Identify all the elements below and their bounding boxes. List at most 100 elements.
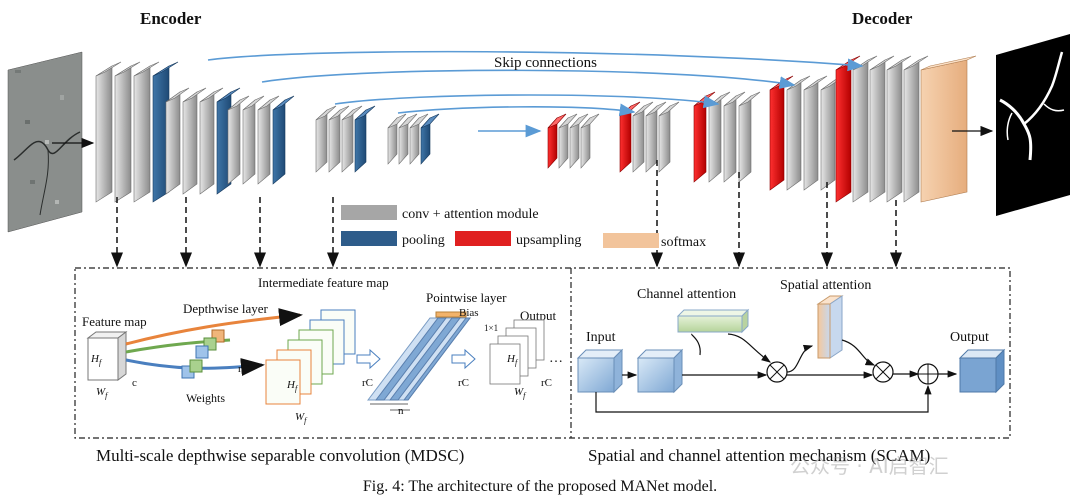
encoder-decoder-blocks: [95, 55, 977, 203]
layer-slab: [152, 61, 179, 203]
depthwise-layer-label: Depthwise layer: [183, 301, 269, 316]
wf-label-intermediate: Wf: [295, 411, 308, 425]
layer-slab: [409, 113, 429, 165]
watermark: 公众号 · AI启智汇: [790, 454, 949, 478]
layer-slab: [242, 95, 265, 185]
dashed-down-arrows: [111, 160, 902, 268]
feature-map-cube: Hf Wf c: [86, 331, 137, 400]
layer-slab: [272, 95, 295, 185]
residual-connection: [595, 384, 932, 413]
scam-panel: Channel attention Spatial attention Inpu…: [576, 278, 1006, 413]
channel-attention-label: Channel attention: [637, 287, 736, 302]
intermediate-cube: [636, 348, 684, 394]
layer-slab: [658, 101, 680, 173]
legend-label-upsampling: upsampling: [516, 233, 581, 248]
layer-slab: [738, 91, 761, 183]
layer-slab: [920, 55, 977, 203]
decoder-label: Decoder: [852, 9, 913, 28]
channel-attention-vector: [676, 308, 750, 334]
pointwise-filters: [366, 311, 472, 411]
figure-caption: Fig. 4: The architecture of the proposed…: [362, 478, 718, 495]
layer-slab: [886, 55, 912, 203]
output-feature-stack: [489, 319, 545, 385]
legend-label-conv: conv + attention module: [402, 207, 539, 222]
one-by-one-label: 1×1: [484, 323, 498, 333]
layer-slab: [869, 55, 895, 203]
rc-label-depthwise: rC: [238, 363, 249, 375]
layer-slab: [632, 101, 654, 173]
output-label-mdsc: Output: [520, 308, 557, 323]
mdsc-title: Multi-scale depthwise separable convolut…: [96, 446, 464, 465]
weights-label: Weights: [186, 391, 225, 405]
legend-label-pooling: pooling: [402, 233, 445, 248]
legend-swatch-pooling: [341, 231, 397, 246]
hf-label: Hf: [90, 353, 103, 367]
layer-slab: [341, 105, 363, 173]
encoder-label: Encoder: [140, 9, 202, 28]
ellipsis: …: [549, 351, 563, 366]
layer-slab: [199, 87, 224, 195]
intermediate-map-slice: [265, 359, 301, 405]
legend-swatch-conv: [341, 205, 397, 220]
skip-arrow-3: [334, 94, 720, 109]
output-map-slice: [489, 343, 521, 385]
legend-label-softmax: softmax: [661, 235, 706, 250]
layer-slab: [558, 113, 578, 169]
output-segmentation-mask: [996, 34, 1070, 216]
intermediate-feature-map-label: Intermediate feature map: [258, 275, 389, 290]
mdsc-panel: Intermediate feature map Feature map Dep…: [82, 275, 563, 425]
layer-slab: [569, 113, 589, 169]
depthwise-kernels: [181, 329, 225, 379]
layer-slab: [114, 61, 141, 203]
open-arrow-1: [356, 348, 381, 370]
scam-output-label: Output: [950, 330, 989, 345]
wf-label-output: Wf: [514, 386, 527, 400]
spatial-attention-label: Spatial attention: [780, 278, 871, 293]
layer-slab: [387, 113, 407, 165]
layer-slab: [165, 87, 190, 195]
scam-title: Spatial and channel attention mechanism …: [588, 446, 930, 465]
layer-slab: [580, 113, 600, 169]
skip-connections: [207, 50, 864, 138]
input-crack-image: [7, 51, 83, 233]
layer-slab: [257, 95, 280, 185]
hf-prime-label: Hf: [506, 353, 519, 367]
bias-label: Bias: [459, 307, 479, 319]
legend-swatch-upsampling: [455, 231, 511, 246]
layer-slab: [645, 101, 667, 173]
multiply-operator-1: [766, 361, 788, 383]
rc-label-intermediate: rC: [362, 377, 373, 389]
skip-arrow-4: [397, 103, 636, 117]
open-arrow-2: [451, 348, 476, 370]
intermediate-feature-stack: [265, 309, 356, 405]
layer-slab: [803, 75, 828, 191]
legend: conv + attention module pooling upsampli…: [341, 205, 706, 250]
layer-slab: [227, 95, 250, 185]
rc-label-pointwise: rC: [458, 377, 469, 389]
input-label: Input: [586, 330, 616, 345]
input-cube: [576, 348, 624, 394]
wf-label: Wf: [96, 386, 109, 400]
spatial-attention-map: [816, 295, 844, 359]
layer-slab: [903, 55, 929, 203]
output-cube: [958, 348, 1006, 394]
layer-slab: [398, 113, 418, 165]
multiply-operator-2: [872, 361, 894, 383]
layer-slab: [328, 105, 350, 173]
layer-slab: [723, 91, 746, 183]
skip-arrow-1: [207, 50, 864, 72]
layer-slab: [182, 87, 207, 195]
layer-slab: [216, 87, 241, 195]
hf-label-intermediate: Hf: [286, 379, 299, 393]
pointwise-layer-label: Pointwise layer: [426, 290, 507, 305]
legend-swatch-softmax: [603, 233, 659, 248]
layer-slab: [95, 61, 122, 203]
feature-map-label: Feature map: [82, 314, 147, 329]
orange-branch-arrow: [125, 308, 303, 346]
layer-slab: [420, 113, 440, 165]
c-label: c: [132, 377, 137, 389]
rc-label-output: rC: [541, 377, 552, 389]
layer-slab: [547, 113, 567, 169]
add-operator: [917, 363, 939, 385]
